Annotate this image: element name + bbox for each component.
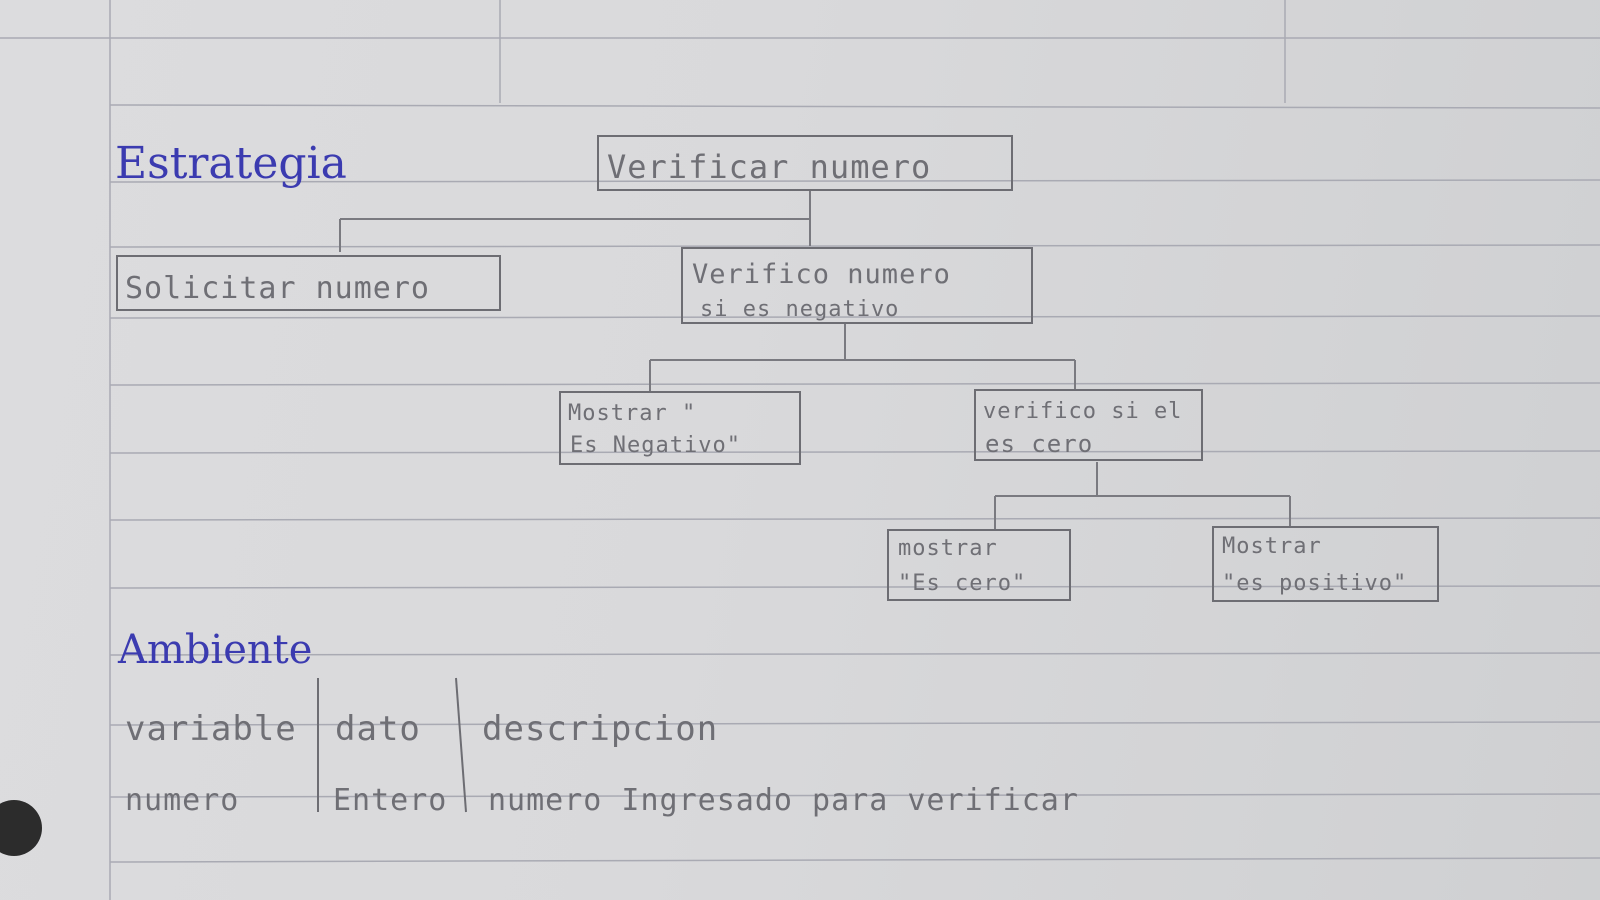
table-cell-description: numero Ingresado para verificar: [488, 783, 1079, 818]
box-check-zero: [974, 389, 1203, 461]
check-negative-line1: Verifico numero: [692, 259, 951, 290]
show-negative-line2: Es Negativo": [570, 433, 741, 458]
box-root: [597, 135, 1013, 191]
show-positive-line1: Mostrar: [1222, 534, 1322, 559]
environment-title: Ambiente: [117, 627, 312, 673]
box-show-zero: [887, 529, 1071, 601]
variable-table: variable dato descripcion numero Entero …: [125, 677, 1079, 818]
request-label: Solicitar numero: [125, 271, 430, 306]
box-show-positive: [1212, 526, 1439, 602]
check-zero-line1: verifico si el: [983, 399, 1182, 424]
table-cell-variable: numero: [125, 783, 239, 818]
table-header-variable: variable: [125, 709, 297, 749]
box-show-negative: [559, 391, 801, 465]
box-check-negative: [681, 247, 1033, 324]
box-request: [116, 255, 501, 311]
show-zero-line2: "Es cero": [898, 571, 1026, 596]
check-negative-line2: si es negativo: [700, 297, 899, 322]
tree-boxes: [116, 135, 1439, 602]
show-zero-line1: mostrar: [898, 536, 998, 561]
check-zero-line2: es cero: [985, 430, 1093, 458]
connectors: [339, 190, 1291, 530]
table-header-description: descripcion: [482, 709, 718, 749]
table-cell-type: Entero: [333, 783, 447, 818]
root-label: Verificar numero: [607, 148, 931, 186]
table-header-data: dato: [335, 709, 421, 749]
show-positive-line2: "es positivo": [1222, 571, 1407, 596]
show-negative-line1: Mostrar ": [568, 401, 696, 426]
strategy-title: Estrategia: [115, 138, 347, 189]
